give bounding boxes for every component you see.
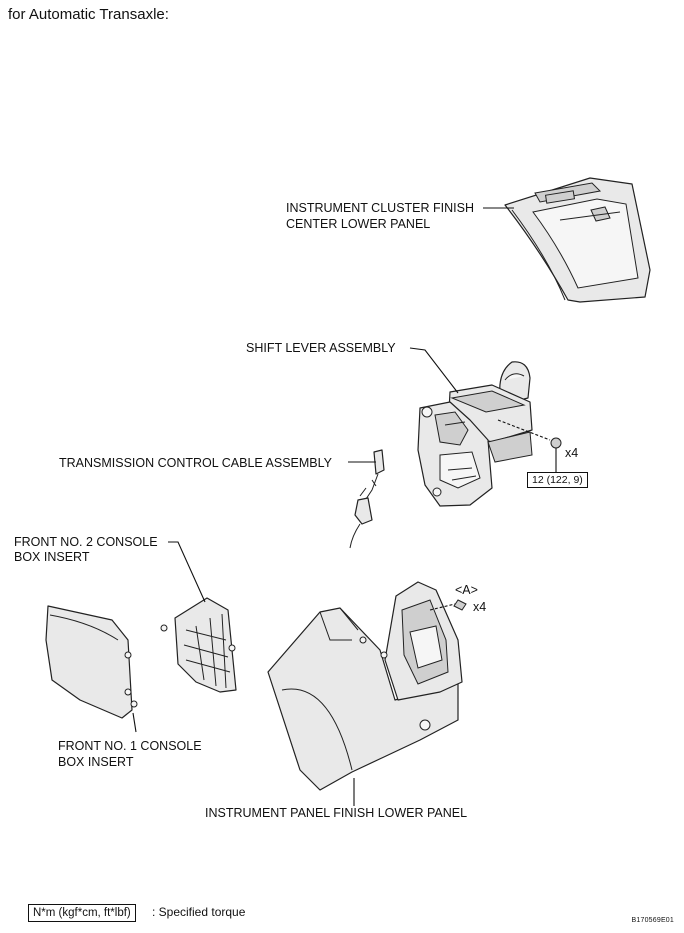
screw-reference-label: <A> <box>455 583 478 597</box>
console-insert-2-label-line2: BOX INSERT <box>14 550 90 564</box>
legend-torque-unit-box: N*m (kgf*cm, ft*lbf) <box>28 904 136 922</box>
cluster-finish-panel-drawing <box>504 177 651 303</box>
console-insert-1-drawing <box>45 605 138 719</box>
nut-quantity: x4 <box>565 446 579 460</box>
figure-code: B170569E01 <box>631 917 674 924</box>
control-cable-label: TRANSMISSION CONTROL CABLE ASSEMBLY <box>59 456 332 470</box>
console-insert-2-label-line1: FRONT NO. 2 CONSOLE <box>14 535 158 549</box>
legend-text: : Specified torque <box>152 905 246 919</box>
torque-spec-box: 12 (122, 9) <box>527 472 588 488</box>
lower-panel-label: INSTRUMENT PANEL FINISH LOWER PANEL <box>205 806 468 820</box>
console-insert-2-drawing <box>160 597 237 693</box>
cluster-finish-label-line2: CENTER LOWER PANEL <box>286 217 431 231</box>
page-title: for Automatic Transaxle: <box>8 6 169 23</box>
cluster-finish-label-line1: INSTRUMENT CLUSTER FINISH <box>286 201 474 215</box>
console-insert-1-label-line2: BOX INSERT <box>58 755 134 769</box>
lower-panel-drawing <box>267 581 467 791</box>
shift-lever-drawing <box>417 361 562 507</box>
screw-quantity: x4 <box>473 600 487 614</box>
console-insert-1-label-line1: FRONT NO. 1 CONSOLE <box>58 739 202 753</box>
shift-lever-label: SHIFT LEVER ASSEMBLY <box>246 341 396 355</box>
leader-lines <box>132 207 557 806</box>
control-cable-drawing <box>349 449 385 549</box>
